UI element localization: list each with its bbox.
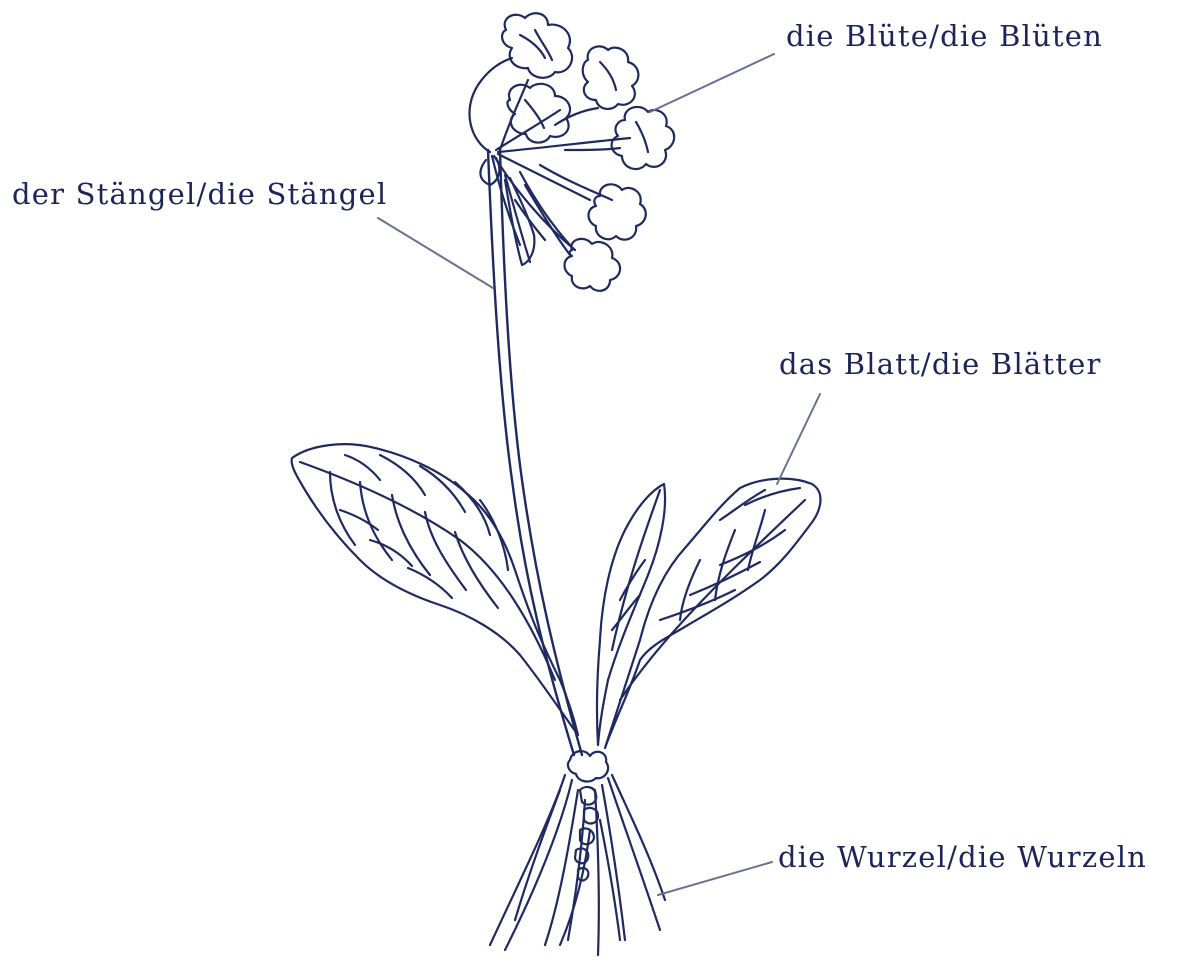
leader-lines (378, 54, 820, 895)
left-leaf (292, 444, 578, 735)
leader-line-staengel (378, 218, 493, 288)
label-staengel: der Stängel/die Stängel (12, 180, 387, 209)
leader-line-bluete (650, 54, 774, 112)
label-wurzel: die Wurzel/die Wurzeln (778, 843, 1147, 872)
flower-cluster (469, 13, 674, 291)
right-leaves (597, 479, 821, 748)
leader-line-blatt (777, 394, 820, 484)
label-blatt: das Blatt/die Blätter (779, 350, 1102, 379)
label-bluete: die Blüte/die Blüten (786, 22, 1103, 51)
roots (490, 751, 665, 955)
leader-line-wurzel (658, 862, 772, 895)
